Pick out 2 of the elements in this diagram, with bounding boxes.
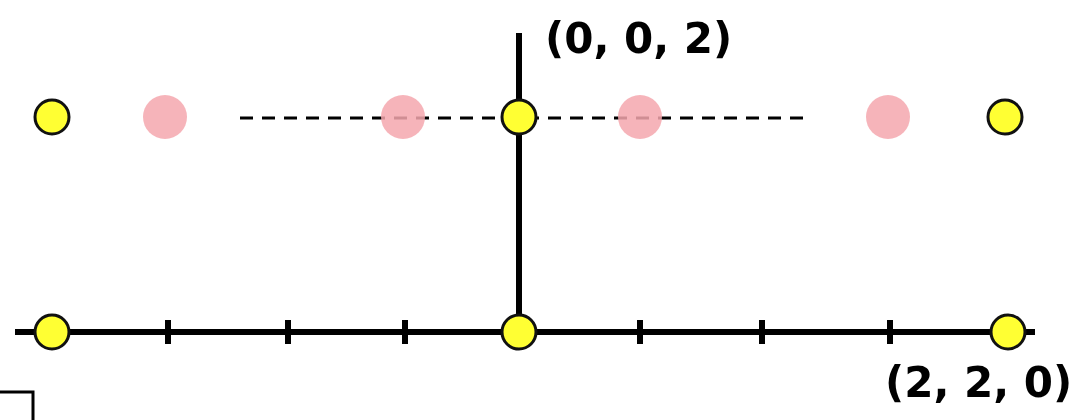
coordinate-label: (0, 0, 2): [545, 18, 733, 60]
coordinate-label: (2, 2, 0): [885, 362, 1070, 404]
